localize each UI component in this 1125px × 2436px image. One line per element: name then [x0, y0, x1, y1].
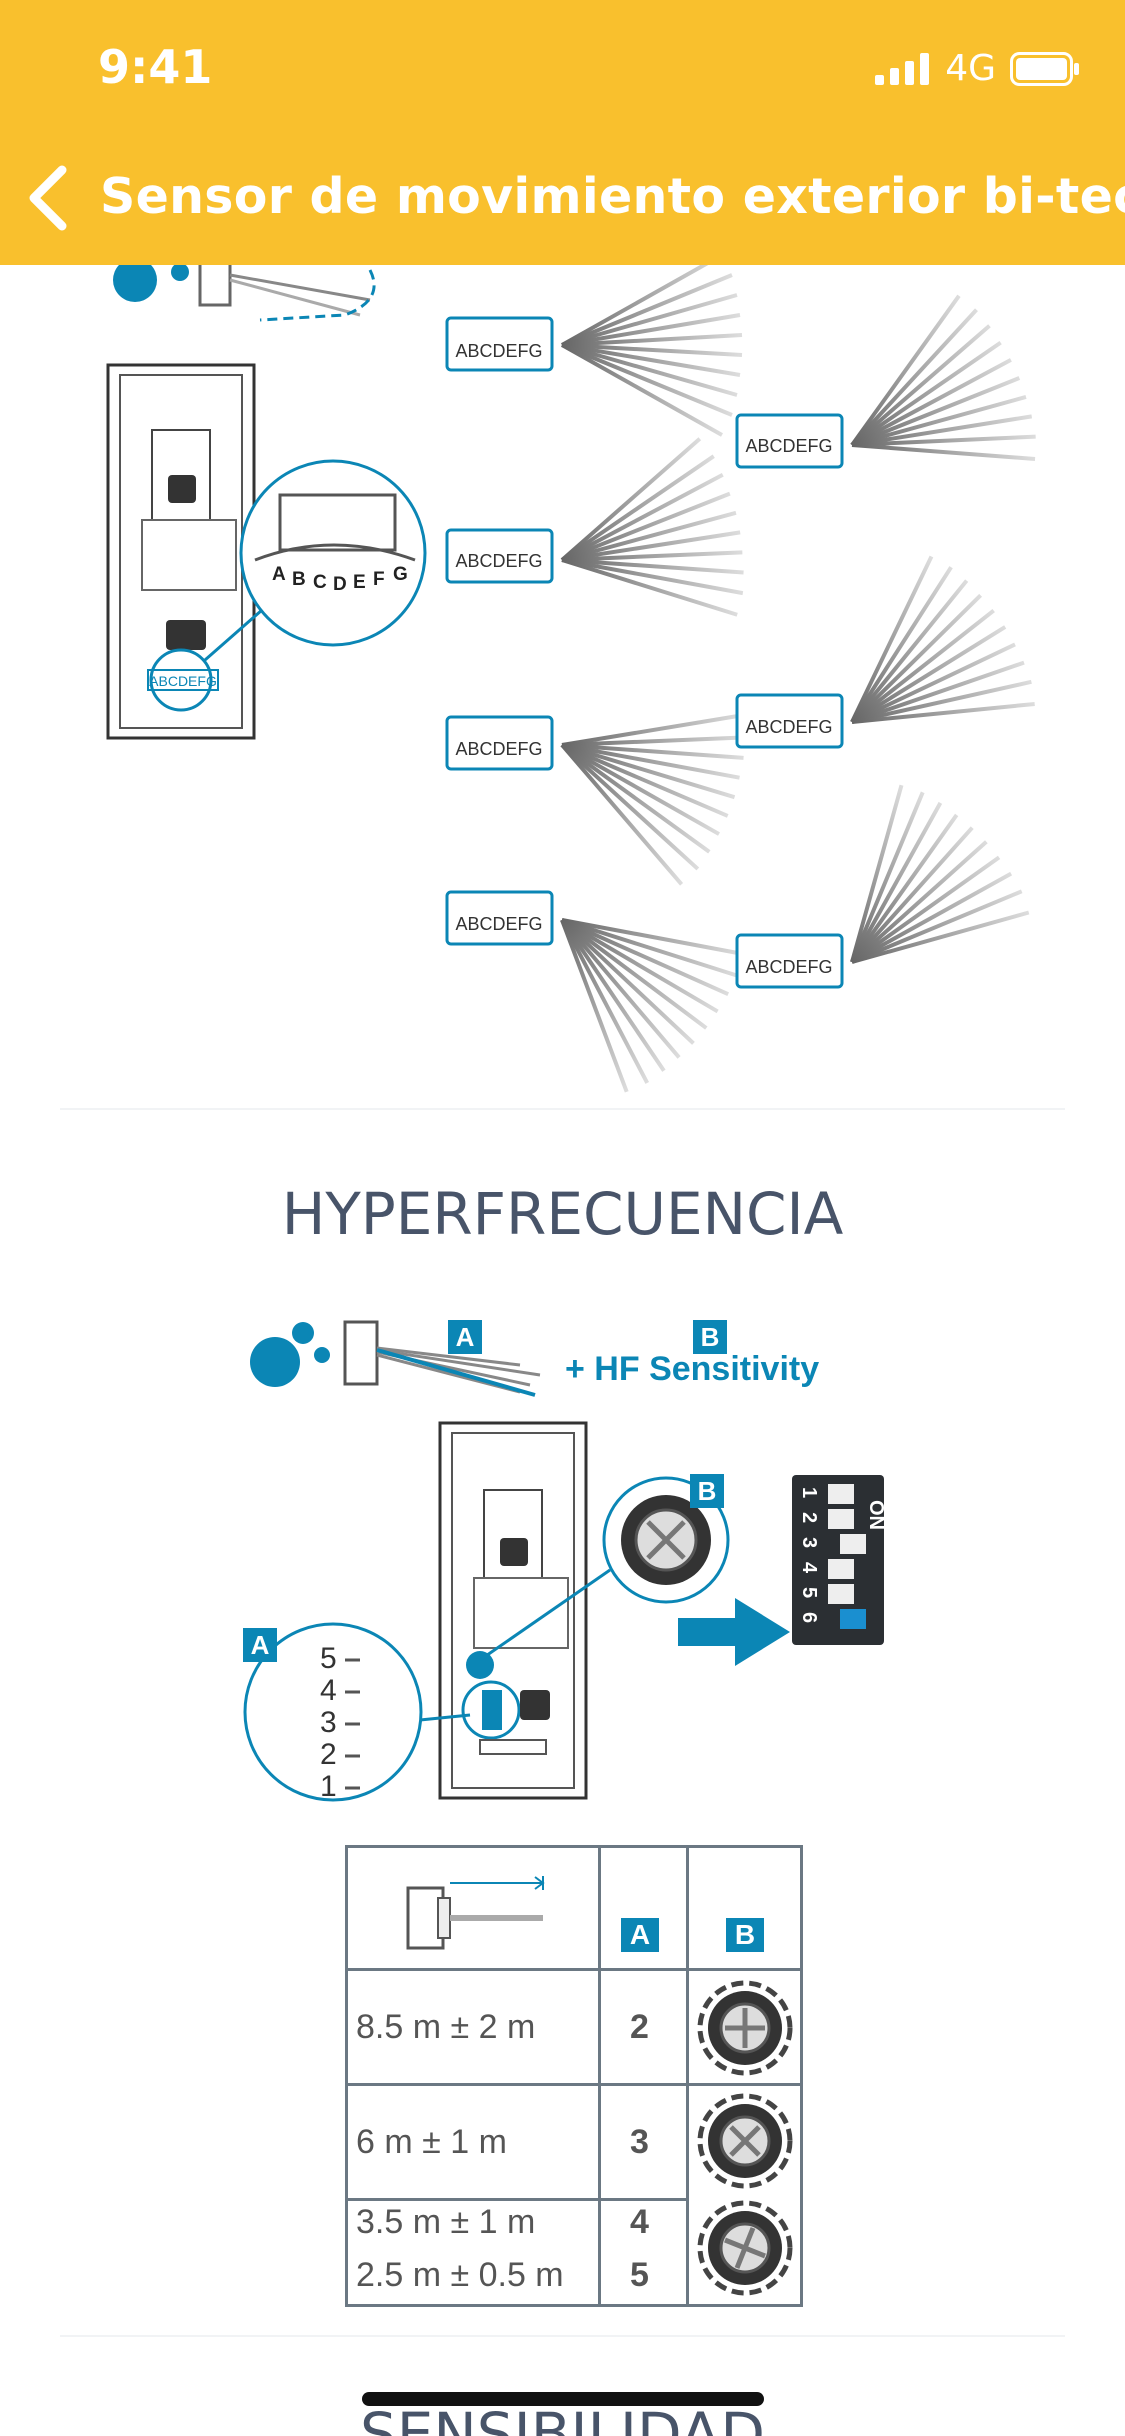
table-cell-a: 5	[630, 2256, 649, 2294]
signal-icon	[875, 52, 930, 85]
zoom-letter: B	[292, 569, 306, 590]
pattern-option: ABCDEFG	[735, 285, 1056, 529]
arrow-right-icon	[678, 1598, 790, 1666]
pattern-option: ABCDEFG	[445, 253, 744, 437]
label-a: A	[456, 1322, 475, 1352]
zoom-letter: F	[373, 569, 385, 590]
pot-number: 5	[320, 1642, 337, 1675]
dip-on-label: ON	[865, 1500, 887, 1530]
network-label: 4G	[945, 48, 996, 89]
pattern-option: ABCDEFG	[445, 658, 764, 894]
table-cell-range: 3.5 m ± 1 m	[356, 2203, 536, 2241]
dip-number: 5	[798, 1587, 820, 1598]
sensor-range-icon	[406, 1876, 545, 1950]
svg-text:ABCDEFG: ABCDEFG	[745, 436, 832, 456]
pattern-option: ABCDEFG	[735, 543, 1054, 798]
device-scale-label: ABCDEFG	[149, 673, 217, 689]
status-time: 9:41	[98, 40, 213, 94]
table-cell-a: 3	[630, 2123, 649, 2161]
dip-number: 6	[798, 1612, 820, 1623]
zoom-label-a: A	[251, 1630, 270, 1660]
table-cell-range: 8.5 m ± 2 m	[356, 2008, 536, 2046]
table-cell-a: 2	[630, 2008, 649, 2046]
svg-text:ABCDEFG: ABCDEFG	[455, 914, 542, 934]
section-divider	[60, 1108, 1065, 1110]
pattern-option: ABCDEFG	[445, 849, 760, 1100]
potentiometer-icon	[697, 1980, 793, 2076]
battery-icon	[1010, 51, 1079, 86]
pattern-option: ABCDEFG	[735, 771, 1043, 1026]
pot-number: 3	[320, 1706, 337, 1739]
label-b: B	[701, 1322, 720, 1352]
potentiometer-icon	[697, 2093, 793, 2189]
table-cell-range: 2.5 m ± 0.5 m	[356, 2256, 564, 2294]
svg-text:ABCDEFG: ABCDEFG	[455, 739, 542, 759]
svg-text:ABCDEFG: ABCDEFG	[455, 341, 542, 361]
gear-icon	[250, 1322, 330, 1387]
range-table: A B 8.5 m ± 2 m 6 m ± 1 m 3.5 m ± 1 m 2.…	[345, 1845, 803, 2307]
zoom-letter: D	[333, 574, 347, 595]
svg-text:ABCDEFG: ABCDEFG	[745, 717, 832, 737]
pattern-option: ABCDEFG	[445, 432, 759, 651]
zoom-letter: C	[313, 572, 327, 593]
svg-text:ABCDEFG: ABCDEFG	[455, 551, 542, 571]
dip-number: 2	[798, 1512, 820, 1523]
pot-number: 1	[320, 1770, 337, 1803]
page-title: Sensor de movimiento exterior bi-tecno..…	[100, 168, 1125, 225]
section-divider	[60, 2335, 1065, 2337]
hyperfrequency-diagram: A B + HF Sensitivity B A 5 4 3 2	[243, 1320, 887, 1803]
pot-number: 2	[320, 1738, 337, 1771]
table-cell-a: 4	[630, 2203, 649, 2241]
table-header-a: A	[621, 1918, 659, 1952]
pot-number: 4	[320, 1674, 337, 1707]
hf-sensitivity-label: + HF Sensitivity	[565, 1350, 819, 1388]
section-title-sensibilidad: SENSIBILIDAD	[359, 2400, 766, 2436]
section-title-hyperfrecuencia: HYPERFRECUENCIA	[281, 1180, 844, 1248]
zoom-label-b: B	[698, 1476, 717, 1506]
table-cell-range: 6 m ± 1 m	[356, 2123, 507, 2161]
status-icons: 4G	[875, 48, 1080, 89]
dip-number: 1	[798, 1487, 820, 1498]
potentiometer-icon	[697, 2200, 793, 2296]
dip-number: 3	[798, 1537, 820, 1548]
zoom-letter: A	[272, 564, 286, 585]
back-chevron-icon[interactable]	[20, 162, 80, 234]
dip-number: 4	[798, 1562, 820, 1574]
zoom-letter: G	[393, 564, 408, 585]
zoom-letter: E	[353, 572, 366, 593]
nav-header: 9:41 4G Sensor de movimiento exterior bi…	[0, 0, 1125, 265]
table-header-b: B	[726, 1918, 764, 1952]
home-indicator[interactable]	[362, 2392, 764, 2406]
gear-icon	[113, 258, 189, 302]
svg-text:ABCDEFG: ABCDEFG	[745, 957, 832, 977]
detection-pattern-diagram: ABCDEFG A B C D E F G ABCDEFG ABCDEFG	[106, 253, 1056, 1100]
